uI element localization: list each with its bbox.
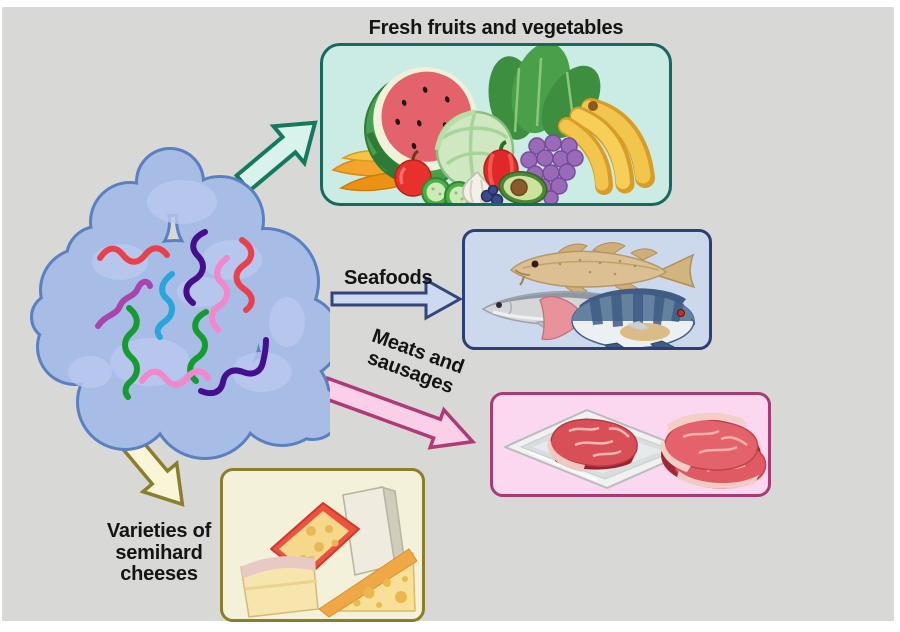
arrow-to-seafood-icon: [330, 277, 464, 321]
cheese-illustration: [240, 485, 418, 618]
pale-cheese-block-icon: [240, 556, 319, 618]
strand-magenta-1: [95, 278, 153, 329]
strand-red-1: [97, 245, 170, 265]
avocado-icon: [498, 171, 548, 203]
seafood-illustration: [481, 242, 696, 347]
arrow-to-fruits-icon: [233, 120, 318, 194]
strand-pink-1: [209, 255, 230, 333]
strand-green-1: [122, 305, 140, 400]
cheese-box: [220, 468, 425, 622]
diagram-canvas: Fresh fruits and vegetables Seafoods Mea…: [2, 7, 894, 622]
seafood-box: [462, 229, 712, 350]
gene-strands: [95, 229, 269, 400]
swiss-cheese-wedge-icon: [318, 548, 418, 618]
blueberries-icon: [480, 184, 504, 203]
strand-green-2: [187, 309, 209, 384]
seafood-label: Seafoods: [344, 267, 433, 289]
tilapia-fish-icon: [539, 288, 696, 347]
tray-steak-icon: [547, 418, 638, 472]
white-cheese-block-icon: [342, 485, 406, 576]
cheese-label: Varieties of semihard cheeses: [106, 520, 212, 586]
fruits-box: [320, 43, 672, 206]
strand-purple-2: [198, 337, 269, 397]
microbial-blob-icon: [30, 147, 330, 460]
meat-illustration: [504, 409, 767, 489]
cod-fish-icon: [509, 242, 696, 293]
fruits-label: Fresh fruits and vegetables: [368, 17, 624, 39]
bananas-icon: [558, 98, 655, 195]
arrow-to-meat-icon: [318, 375, 477, 450]
fruits-illustration: [331, 46, 655, 203]
raw-steaks-icon: [660, 412, 767, 489]
strand-cyan-1: [154, 271, 175, 340]
meat-box: [490, 392, 771, 497]
strand-purple-1: [183, 229, 208, 306]
strand-red-2: [233, 237, 255, 313]
strand-pink-2: [139, 368, 211, 388]
